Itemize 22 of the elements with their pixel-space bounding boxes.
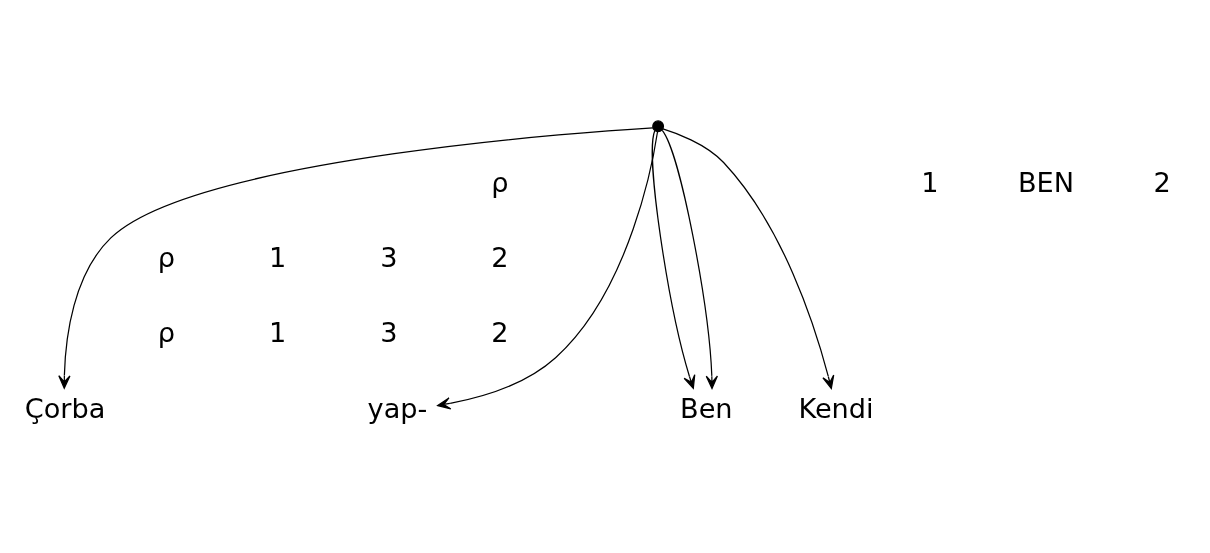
node-point bbox=[652, 119, 665, 132]
label: ρ bbox=[157, 241, 176, 273]
arrow bbox=[437, 130, 659, 410]
label: BEN bbox=[1017, 166, 1075, 198]
node-text: yap- bbox=[367, 392, 428, 424]
label: 1 bbox=[268, 316, 287, 348]
label: ρ bbox=[491, 166, 509, 198]
label: 2 bbox=[491, 241, 509, 273]
arrow bbox=[58, 126, 654, 389]
arrow bbox=[651, 129, 696, 389]
node-text: Ben bbox=[680, 392, 733, 424]
label: ρ bbox=[157, 316, 176, 348]
label: 3 bbox=[380, 316, 398, 348]
arrow bbox=[662, 127, 835, 389]
label: 1 bbox=[921, 166, 939, 198]
label: 2 bbox=[491, 316, 509, 348]
label: 1 bbox=[268, 241, 287, 273]
label: 2 bbox=[1153, 166, 1171, 198]
arrow bbox=[661, 129, 718, 389]
label: 3 bbox=[380, 241, 398, 273]
node-text: Kendi bbox=[798, 392, 874, 424]
node-text: Çorba bbox=[24, 392, 106, 424]
